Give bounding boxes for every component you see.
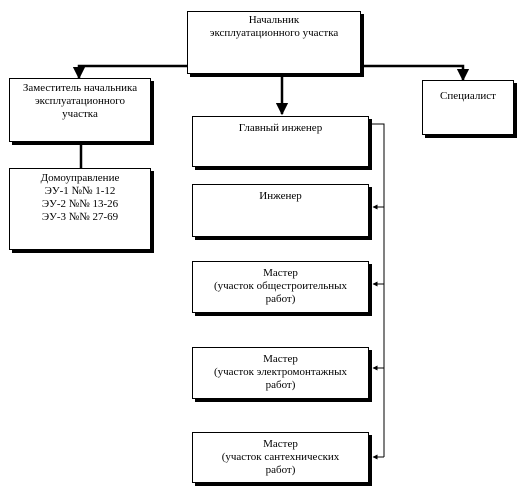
master-electrical-box: Мастер (участок электромонтажных работ) <box>192 347 369 399</box>
head-box: Начальник эксплуатационного участка <box>187 11 361 74</box>
master-construction-line-2: (участок общестроительных <box>213 280 348 292</box>
specialist-line-1: Специалист <box>440 90 496 102</box>
head-line-2: эксплуатационного участка <box>209 27 339 39</box>
connector-head-specialist <box>362 64 470 82</box>
master-electrical-line-2: (участок электромонтажных <box>213 366 348 378</box>
connector-head-deputy <box>72 64 188 80</box>
head-line-1: Начальник <box>248 14 300 26</box>
master-plumbing-line-2: (участок сантехнических <box>221 451 340 463</box>
deputy-line-3: участка <box>62 108 98 120</box>
master-plumbing-line-1: Мастер <box>263 438 298 450</box>
master-plumbing-line-3: работ) <box>265 464 296 476</box>
housing-line-3: ЭУ-2 №№ 13-26 <box>41 198 119 210</box>
housing-line-1: Домоуправление <box>40 172 120 184</box>
specialist-box: Специалист <box>422 80 514 135</box>
master-electrical-line-1: Мастер <box>263 353 298 365</box>
deputy-line-1: Заместитель начальника <box>22 82 138 94</box>
engineer-line-1: Инженер <box>259 190 302 202</box>
connector-chief-bus <box>369 123 385 457</box>
housing-line-4: ЭУ-3 №№ 27-69 <box>41 211 119 223</box>
deputy-box: Заместитель начальника эксплуатационного… <box>9 78 151 142</box>
master-construction-box: Мастер (участок общестроительных работ) <box>192 261 369 313</box>
engineer-box: Инженер <box>192 184 369 237</box>
master-plumbing-box: Мастер (участок сантехнических работ) <box>192 432 369 483</box>
deputy-line-2: эксплуатационного <box>34 95 126 107</box>
master-construction-line-1: Мастер <box>263 267 298 279</box>
master-electrical-line-3: работ) <box>265 379 296 391</box>
housing-box: Домоуправление ЭУ-1 №№ 1-12 ЭУ-2 №№ 13-2… <box>9 168 151 250</box>
chief-engineer-box: Главный инженер <box>192 116 369 167</box>
master-construction-line-3: работ) <box>265 293 296 305</box>
housing-line-2: ЭУ-1 №№ 1-12 <box>44 185 116 197</box>
chief-engineer-line-1: Главный инженер <box>238 122 323 134</box>
